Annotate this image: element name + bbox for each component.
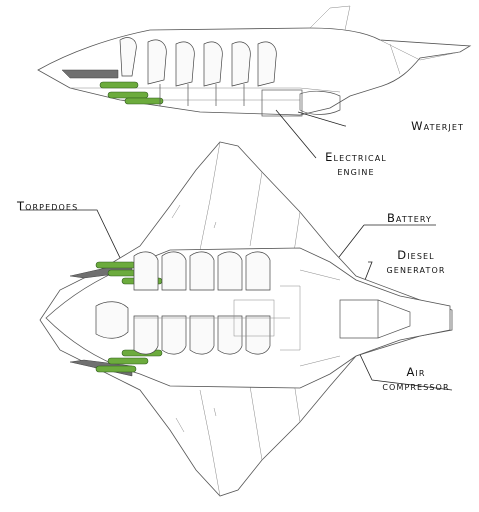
side-seats	[119, 37, 277, 106]
side-view	[37, 5, 472, 117]
torpedoes-label: Torpedoes	[17, 199, 79, 213]
air-compressor-label-line1: Air	[406, 365, 426, 379]
waterjet-label: Waterjet	[411, 119, 464, 133]
top-view	[39, 141, 453, 497]
air-compressor-label-line2: compressor	[382, 379, 450, 393]
diesel-generator-label-line2: generator	[386, 262, 446, 276]
electrical-engine-label-line1: Electrical	[325, 150, 387, 164]
electrical-engine-label-line2: engine	[337, 164, 375, 178]
diesel-generator-label-line1: Diesel	[397, 248, 435, 262]
top-seats	[133, 251, 271, 355]
battery-label: Battery	[386, 211, 432, 225]
